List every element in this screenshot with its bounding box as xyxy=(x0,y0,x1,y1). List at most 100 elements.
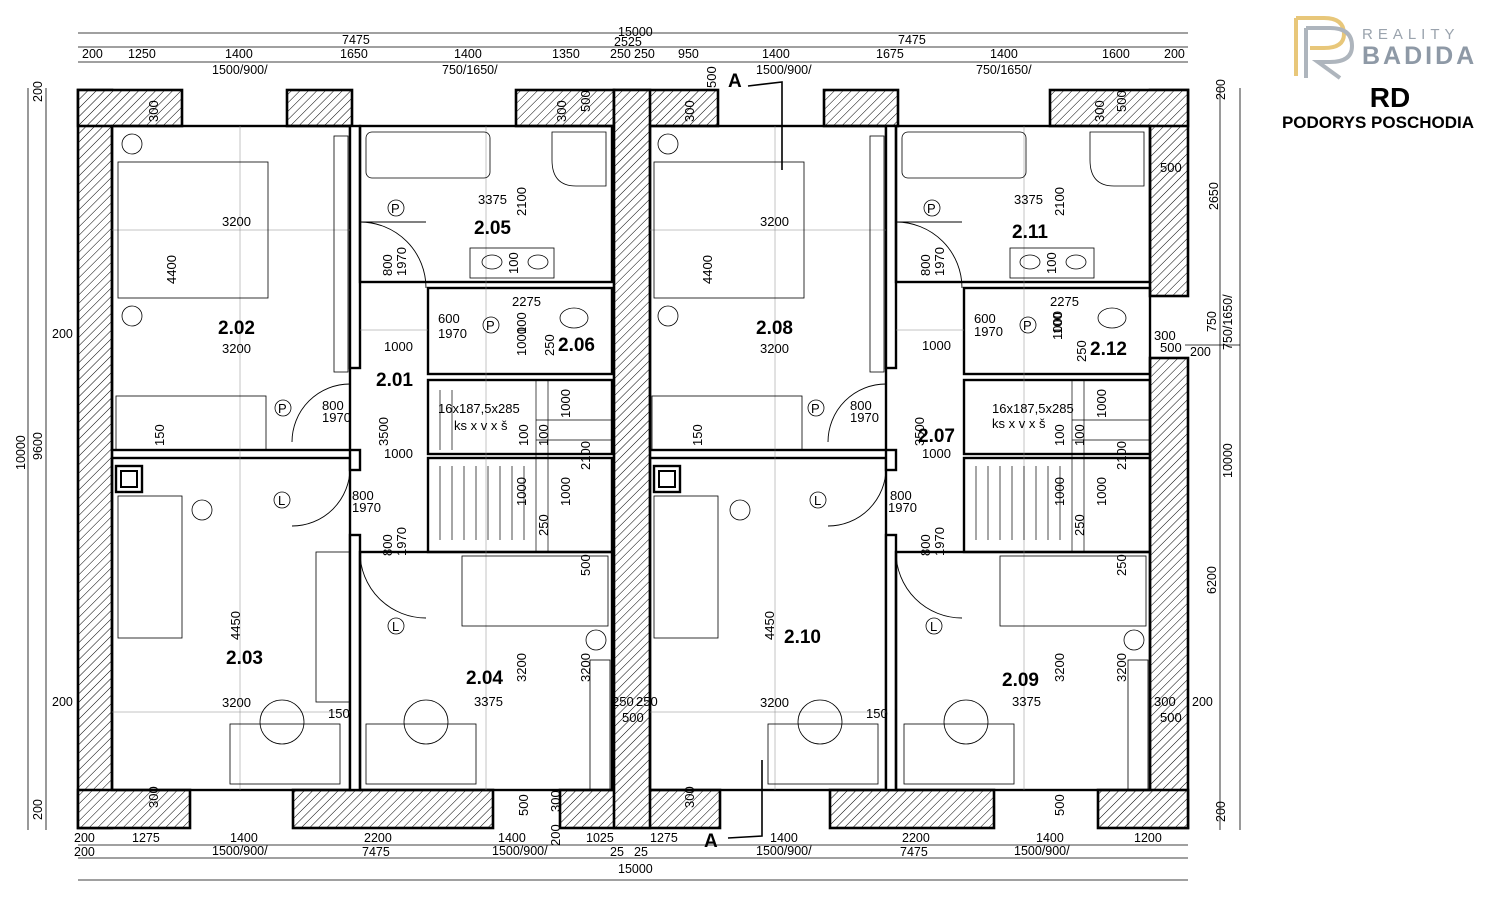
dim-bottom-total: 15000 xyxy=(618,862,653,876)
dim-left: 9600 xyxy=(31,432,45,460)
room-dimension: 3375 xyxy=(1014,192,1043,207)
dim-bottom: 1400 xyxy=(1036,831,1064,845)
svg-text:100: 100 xyxy=(506,252,521,274)
room-number: 2.12 xyxy=(1090,339,1127,360)
svg-text:P: P xyxy=(278,401,287,416)
dim-bottom-half: 7475 xyxy=(362,845,390,859)
svg-text:500: 500 xyxy=(1160,340,1182,355)
svg-text:P: P xyxy=(811,401,820,416)
door-width: 800 xyxy=(380,534,395,556)
svg-text:4450: 4450 xyxy=(228,611,243,640)
door-width: 800 xyxy=(918,254,933,276)
dim-window-bottom: 1500/900/ xyxy=(1014,844,1070,858)
bathtub-2-11 xyxy=(901,131,1027,179)
svg-text:P: P xyxy=(1023,318,1032,333)
dim-left: 200 xyxy=(31,81,45,102)
exterior-walls xyxy=(76,88,1190,830)
svg-text:300: 300 xyxy=(554,100,569,122)
svg-text:500: 500 xyxy=(1160,710,1182,725)
dim-window-bottom: 1500/900/ xyxy=(756,844,812,858)
dim-top: 1400 xyxy=(990,47,1018,61)
door-labels: 800 1970 800 1970 800 1970 800 1970 600 … xyxy=(322,247,1003,556)
svg-text:250: 250 xyxy=(612,694,634,709)
svg-text:1000: 1000 xyxy=(1094,389,1109,418)
door-height: 1970 xyxy=(888,500,917,515)
door-height: 1970 xyxy=(438,326,467,341)
svg-text:300: 300 xyxy=(146,786,161,808)
svg-text:300: 300 xyxy=(1154,328,1176,343)
svg-text:2100: 2100 xyxy=(514,187,529,216)
dim-bottom: 2200 xyxy=(902,831,930,845)
svg-text:100: 100 xyxy=(1052,424,1067,446)
dim-right: 6200 xyxy=(1205,566,1219,594)
room-number: 2.03 xyxy=(226,648,263,669)
svg-text:250: 250 xyxy=(536,514,551,536)
chimney-left xyxy=(114,464,144,494)
svg-text:3200: 3200 xyxy=(222,214,251,229)
svg-text:500: 500 xyxy=(704,66,719,88)
stair-spec: 16x187,5x285 xyxy=(438,401,520,416)
svg-text:L: L xyxy=(278,493,285,508)
room-dimension: 3375 xyxy=(478,192,507,207)
bed-2-10 xyxy=(653,495,719,639)
svg-text:1000: 1000 xyxy=(1094,477,1109,506)
dim-bottom: 1400 xyxy=(230,831,258,845)
brand-small-text: REALITY xyxy=(1362,26,1460,43)
furniture xyxy=(114,131,1149,791)
dim-bottom: 1275 xyxy=(132,831,160,845)
svg-text:1000: 1000 xyxy=(1052,477,1067,506)
dim-bottom: 200 xyxy=(74,831,95,845)
dim-window-top: 750/1650/ xyxy=(442,63,498,77)
room-dimension: 3200 xyxy=(760,341,789,356)
svg-text:300: 300 xyxy=(682,786,697,808)
door-width: 800 xyxy=(850,398,872,413)
heater-symbol-letters: P P P P P P L L L L xyxy=(278,201,1032,634)
svg-text:300: 300 xyxy=(1154,694,1176,709)
dim-right: 750 xyxy=(1205,311,1219,332)
plan-subtitle: PODORYS POSCHODIA xyxy=(1281,113,1475,132)
svg-text:250: 250 xyxy=(542,334,557,356)
door-width: 600 xyxy=(974,311,996,326)
room-dimension: 3200 xyxy=(222,341,251,356)
bed-2-02 xyxy=(117,161,269,299)
svg-text:100: 100 xyxy=(536,424,551,446)
svg-text:250: 250 xyxy=(1074,340,1089,362)
bed-2-08 xyxy=(653,161,805,299)
svg-text:3500: 3500 xyxy=(376,417,391,446)
shower-2-05 xyxy=(551,131,607,187)
dim-right: 10000 xyxy=(1221,443,1235,478)
room-number: 2.01 xyxy=(376,370,413,391)
svg-text:P: P xyxy=(391,201,400,216)
stair-spec: 16x187,5x285 xyxy=(992,401,1074,416)
svg-text:3500: 3500 xyxy=(912,417,927,446)
bed-2-03 xyxy=(117,495,183,639)
section-mark-bottom: A xyxy=(704,831,718,852)
dim-right: 200 xyxy=(1190,345,1211,359)
svg-text:100: 100 xyxy=(516,424,531,446)
room-number: 2.09 xyxy=(1002,670,1039,691)
svg-text:1000: 1000 xyxy=(922,338,951,353)
room-number: 2.08 xyxy=(756,318,793,339)
dim-window-top: 750/1650/ xyxy=(976,63,1032,77)
door-height: 1970 xyxy=(932,527,947,556)
bathtub-2-05 xyxy=(365,131,491,179)
svg-text:300: 300 xyxy=(682,100,697,122)
svg-text:500: 500 xyxy=(1114,90,1129,112)
door-height: 1970 xyxy=(322,410,351,425)
svg-text:250: 250 xyxy=(1114,554,1129,576)
dim-top-half-right: 7475 xyxy=(898,33,926,47)
svg-text:2100: 2100 xyxy=(1052,187,1067,216)
svg-text:200: 200 xyxy=(548,824,563,846)
dim-top: 1675 xyxy=(876,47,904,61)
door-width: 800 xyxy=(890,488,912,503)
section-line xyxy=(727,81,783,839)
dim-bottom-half: 7475 xyxy=(900,845,928,859)
room-dimension: 3375 xyxy=(1012,694,1041,709)
brand-name-text: BADIDA xyxy=(1362,42,1478,70)
door-height: 1970 xyxy=(394,247,409,276)
dim-bottom: 1200 xyxy=(1134,831,1162,845)
dim-bottom-half: 25 xyxy=(634,845,648,859)
svg-text:3200: 3200 xyxy=(1052,653,1067,682)
svg-text:300: 300 xyxy=(1092,100,1107,122)
